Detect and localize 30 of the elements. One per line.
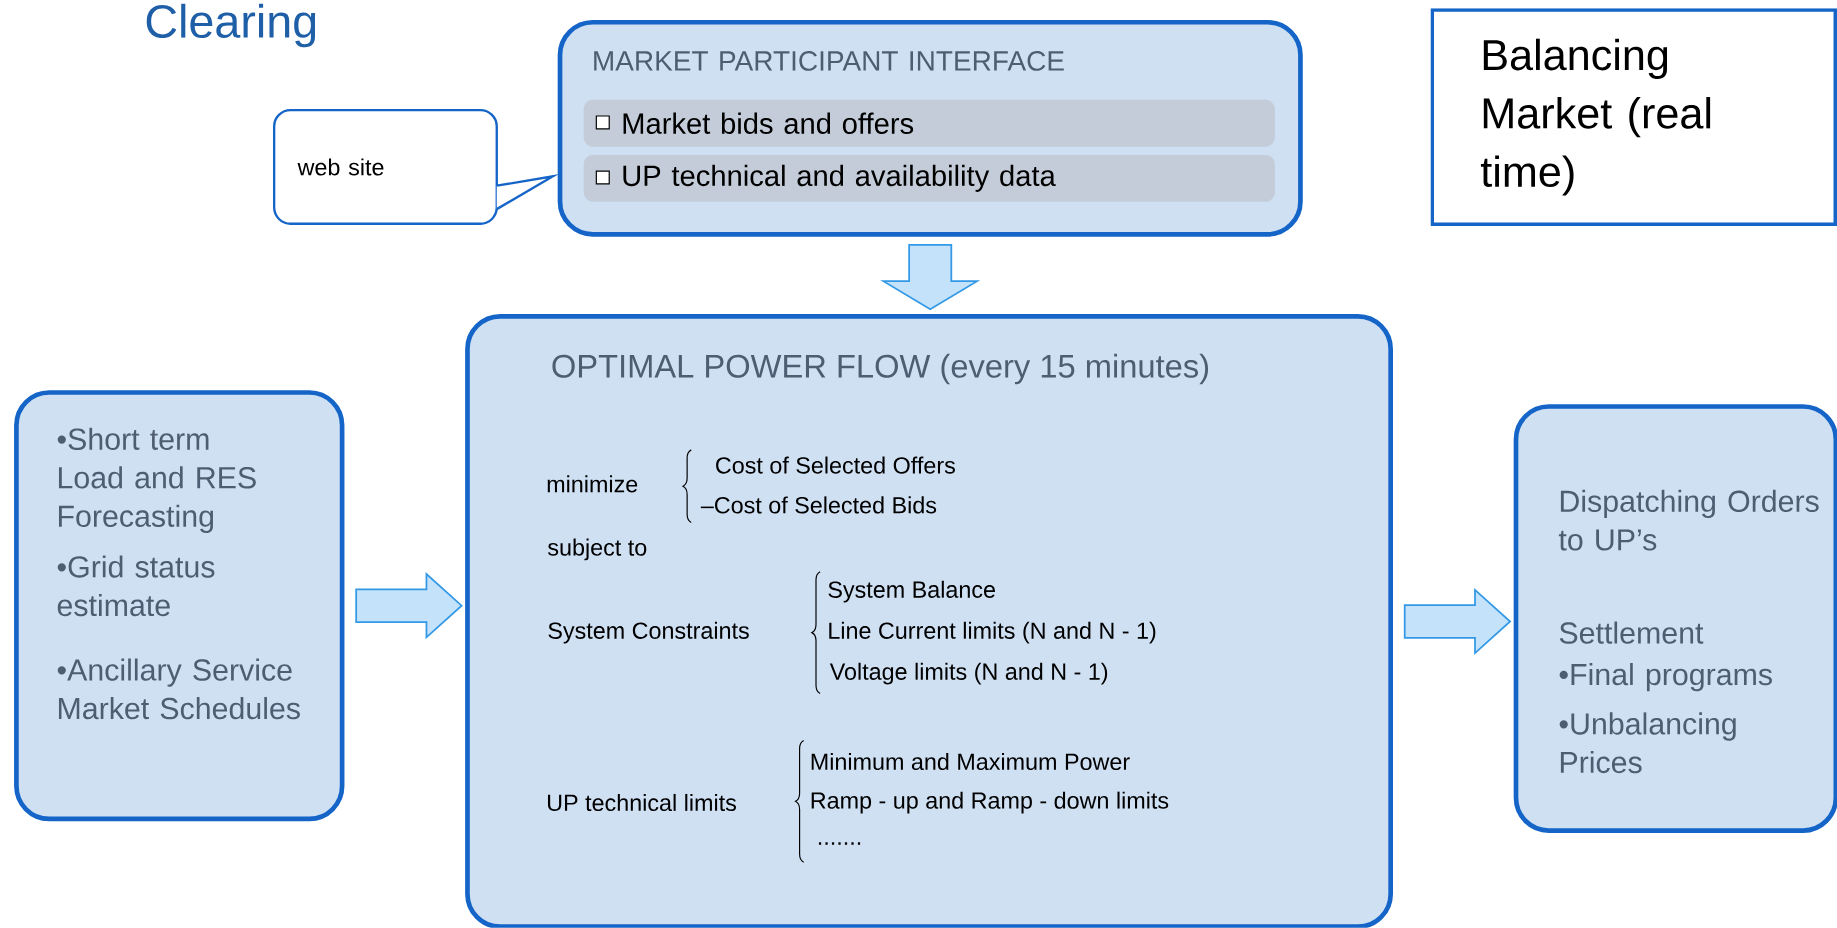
panel-text: Dispatching Orders to UP’s: [1558, 489, 1819, 551]
panel-text: Settlement: [1559, 621, 1704, 644]
formula-text: Minimum and Maximum Power: [811, 753, 1130, 771]
speech-bubble: web site: [273, 109, 498, 225]
bullet-text: •Final programs: [1559, 663, 1772, 692]
list-row: UP technical and availability data: [583, 154, 1275, 202]
formula-text: minimize: [547, 475, 638, 493]
formula-text: Line Current limits (N and N - 1): [829, 621, 1156, 644]
formula-text: .......: [818, 842, 861, 845]
formula-text: Voltage limits (N and N - 1): [829, 662, 1108, 685]
list-row: Market bids and offers: [583, 99, 1275, 147]
panel-heading: OPTIMAL POWER FLOW (every 15 minutes): [552, 353, 1209, 385]
formula-text: UP technical limits: [548, 794, 736, 812]
block-arrow: [880, 244, 981, 311]
formula-text: subject to: [548, 538, 647, 561]
bullet-text: •Grid status estimate: [57, 555, 215, 617]
bullet-text: •Short term Load and RES Forecasting: [57, 427, 256, 534]
formula-text: System Constraints: [548, 621, 749, 644]
bullet-text: •Unbalancing Prices: [1559, 712, 1736, 774]
title: Clearing: [146, 3, 316, 48]
panel-heading: MARKET PARTICIPANT INTERFACE: [594, 51, 1064, 71]
formula-text: –Cost of Selected Bids: [700, 496, 937, 514]
callout-tail: [495, 174, 560, 211]
formula-text: Cost of Selected Offers: [716, 456, 955, 474]
block-arrow: [1403, 587, 1512, 656]
formula-text: System Balance: [828, 580, 995, 603]
title-box: Balancing Market (real time): [1430, 8, 1837, 227]
block-arrow: [355, 572, 463, 640]
bullet-text: •Ancillary Service Market Schedules: [57, 658, 300, 720]
formula-text: Ramp - up and Ramp - down limits: [811, 791, 1169, 814]
